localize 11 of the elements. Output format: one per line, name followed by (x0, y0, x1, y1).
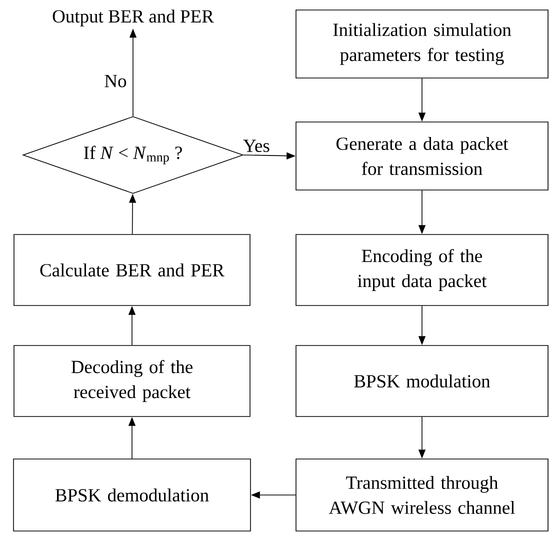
process-box: Transmitted through AWGN wireless channel (296, 458, 548, 532)
process-box: Generate a data packet for transmission (296, 122, 548, 190)
process-box: Encoding of the input data packet (296, 234, 548, 306)
process-box: Calculate BER and PER (14, 234, 250, 306)
edge-label: No (104, 74, 126, 88)
edge-label: Yes (243, 140, 270, 152)
process-box: BPSK modulation (296, 345, 548, 417)
process-box: BPSK demodulation (13, 458, 251, 532)
process-box: Decoding of the received packet (14, 345, 250, 417)
output-text: Output BER and PER (52, 10, 214, 26)
process-box: Initialization simulation parameters for testing (296, 10, 548, 78)
